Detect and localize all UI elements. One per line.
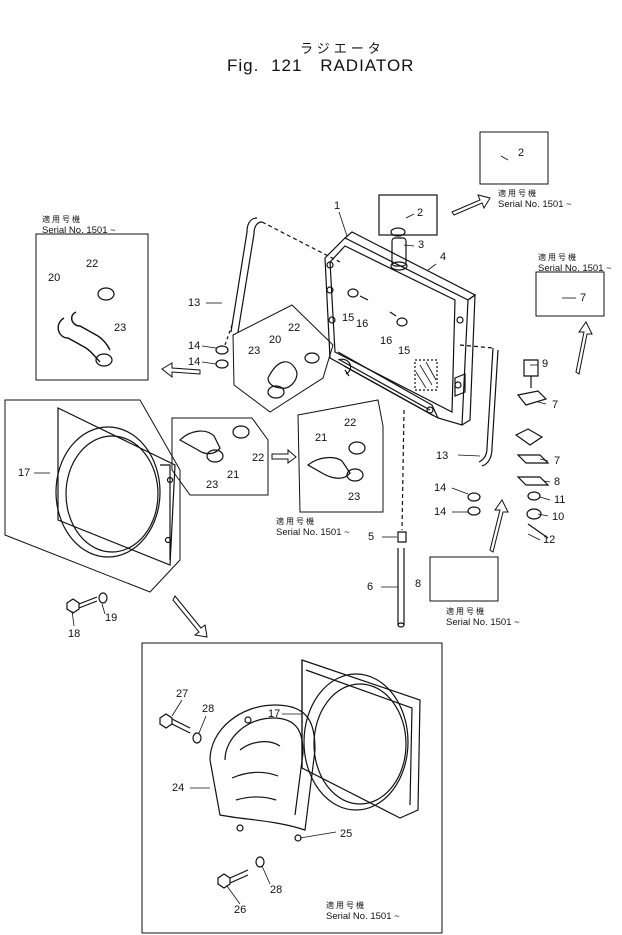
callout: 14: [434, 506, 447, 518]
figure-prefix: Fig.: [227, 56, 260, 75]
serial-note-jp: 適用号機: [276, 517, 316, 526]
callout: 17: [18, 467, 31, 479]
serial-note-jp: 適用号機: [446, 607, 486, 616]
serial-note-text: Serial No. 1501 ~: [446, 617, 520, 628]
callout: 19: [105, 612, 118, 624]
serial-note-jp: 適用号機: [42, 215, 82, 224]
callout: 8: [415, 578, 422, 590]
callout: 15: [342, 312, 355, 324]
callout: 14: [188, 340, 201, 352]
serial-note-jp: 適用号機: [538, 253, 578, 262]
callout: 23: [248, 345, 261, 357]
callout: 11: [554, 494, 566, 506]
serial-note-text: Serial No. 1501 ~: [498, 199, 572, 210]
callout: 8: [554, 476, 561, 488]
fan-shroud-upper: [4, 399, 181, 593]
leader-lines: [34, 155, 576, 905]
callout: 3: [418, 239, 425, 251]
callout: 21: [227, 469, 240, 481]
callout: 28: [202, 703, 215, 715]
detail-boxes: [35, 131, 605, 934]
callout: 7: [554, 455, 561, 467]
callout: 16: [356, 318, 369, 330]
radiator-core: [324, 231, 477, 426]
serial-note-text: Serial No. 1501 ~: [326, 911, 400, 922]
hoses: [57, 311, 351, 479]
title-japanese: ラジエータ: [300, 42, 385, 57]
serial-note-text: Serial No. 1501 ~: [538, 263, 612, 274]
callout: 18: [68, 628, 81, 640]
callout: 1: [334, 200, 341, 212]
callout: 23: [348, 491, 361, 503]
callout: 21: [315, 432, 328, 444]
callout: 14: [434, 482, 447, 494]
serial-note-text: Serial No. 1501 ~: [42, 225, 116, 236]
callout: 12: [543, 534, 556, 546]
figure-name: RADIATOR: [320, 56, 415, 75]
callout: 2: [417, 207, 424, 219]
drain-valve-and-hose: [397, 409, 407, 628]
callout: 7: [552, 399, 559, 411]
reference-arrows: [161, 194, 593, 638]
serial-note-jp: 適用号機: [498, 189, 538, 198]
callout: 4: [440, 251, 447, 263]
callout: 20: [48, 272, 61, 284]
serial-note-text: Serial No. 1501 ~: [276, 527, 350, 538]
callout: 26: [234, 904, 247, 916]
callout: 23: [114, 322, 127, 334]
callout: 20: [269, 334, 282, 346]
radiator-cap: [378, 194, 438, 271]
serial-note: 適用号機 Serial No. 1501 ~: [276, 516, 350, 538]
serial-note: 適用号機 Serial No. 1501 ~: [446, 606, 520, 628]
callout: 2: [518, 147, 525, 159]
callout: 13: [436, 450, 449, 462]
callout: 16: [380, 335, 393, 347]
callout: 23: [206, 479, 219, 491]
callout: 10: [552, 511, 565, 523]
callout: 17: [268, 708, 281, 720]
figure-title: Fig. 121 RADIATOR: [227, 56, 414, 76]
fasteners: [215, 288, 550, 539]
fan-guard: [209, 704, 316, 842]
callout: 27: [176, 688, 189, 700]
figure-number: 121: [271, 56, 303, 75]
callout: 22: [252, 452, 265, 464]
callout: 24: [172, 782, 185, 794]
callout: 22: [86, 258, 99, 270]
callout: 6: [367, 581, 374, 593]
callout: 13: [188, 297, 201, 309]
hose-clamps: [95, 287, 366, 482]
bolts-and-washers: [66, 592, 265, 889]
serial-note-jp: 適用号機: [326, 901, 366, 910]
callout: 5: [368, 531, 375, 543]
serial-note: 適用号機 Serial No. 1501 ~: [42, 214, 116, 236]
callout: 22: [288, 322, 301, 334]
fan-shroud-lower: [301, 659, 421, 819]
callout: 15: [398, 345, 411, 357]
callout: 22: [344, 417, 357, 429]
serial-note: 適用号機 Serial No. 1501 ~: [538, 252, 612, 274]
callout: 7: [580, 292, 587, 304]
serial-note: 適用号機 Serial No. 1501 ~: [498, 188, 572, 210]
callout: 25: [340, 828, 353, 840]
overflow-pipe-left: [224, 217, 341, 346]
callout: 28: [270, 884, 283, 896]
serial-note: 適用号機 Serial No. 1501 ~: [326, 900, 400, 922]
callout: 9: [542, 358, 549, 370]
callout: 14: [188, 356, 201, 368]
overflow-pipe-right: [459, 344, 499, 467]
